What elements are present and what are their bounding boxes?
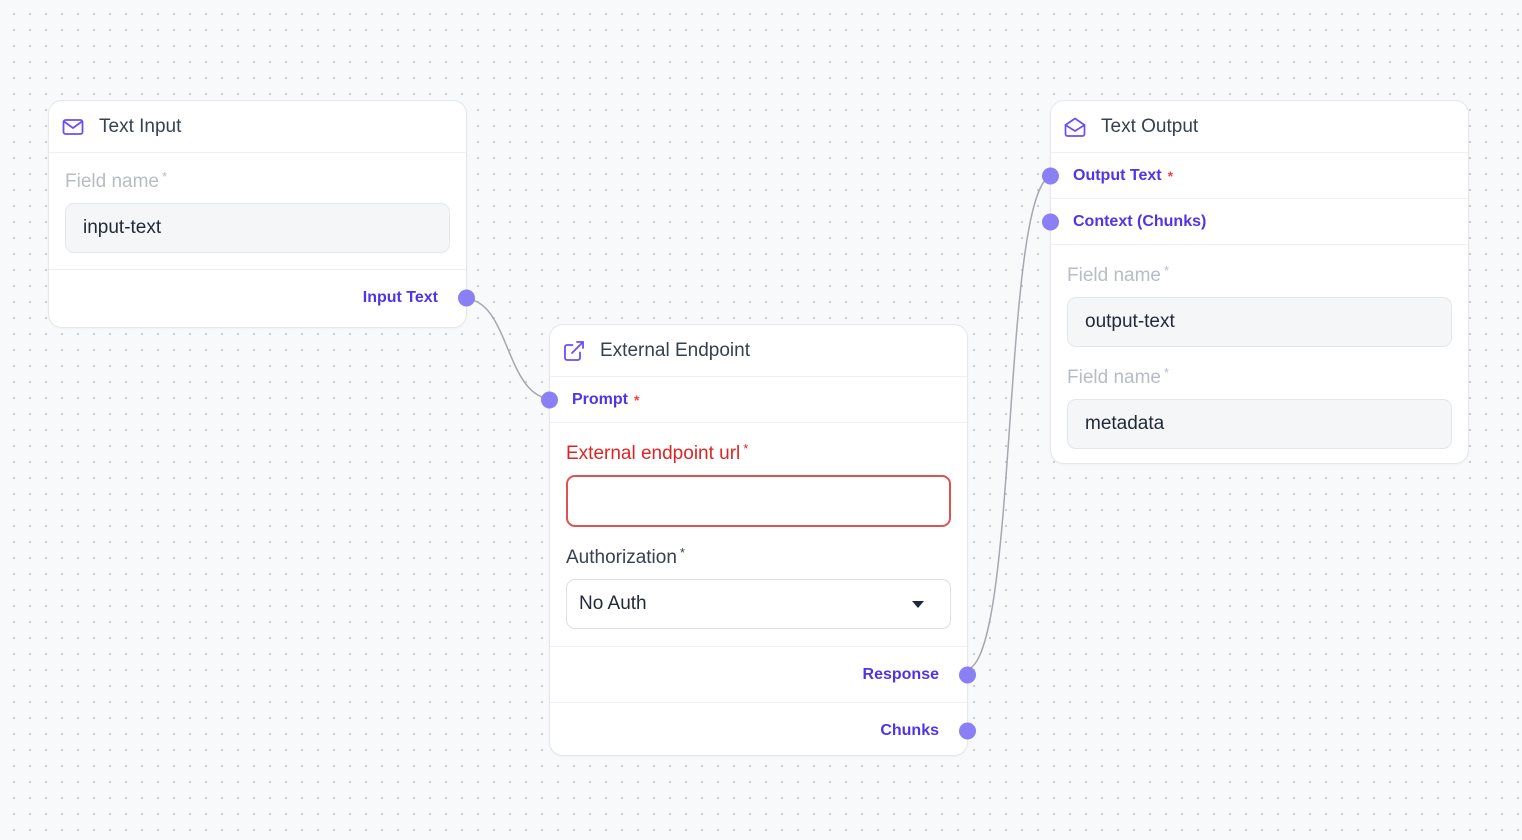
authorization-select[interactable]: No Auth xyxy=(566,579,951,629)
field-label: Field name* xyxy=(1067,263,1170,286)
source-handle[interactable] xyxy=(458,289,475,307)
node-header[interactable]: Text Output xyxy=(1051,101,1468,153)
port-label: Response xyxy=(862,665,939,683)
required-mark: * xyxy=(634,391,640,408)
text-input-node[interactable]: Text Input Field name* Input Text xyxy=(48,100,475,328)
field-label: Field name* xyxy=(65,169,168,192)
required-mark: * xyxy=(1167,167,1174,184)
field-name-input[interactable] xyxy=(1067,297,1452,347)
select-value: No Auth xyxy=(579,593,647,614)
port-label: Input Text xyxy=(362,289,438,306)
port-label: Context (Chunks) xyxy=(1073,212,1207,230)
port-label: Output Text xyxy=(1073,166,1162,184)
node-header[interactable]: Text Input xyxy=(49,101,466,153)
edge-response-to-output-text[interactable] xyxy=(964,174,1055,671)
input-port-prompt[interactable]: Prompt * xyxy=(541,377,967,423)
mail-icon xyxy=(61,115,85,139)
output-port-chunks[interactable]: Chunks xyxy=(550,703,976,759)
target-handle[interactable] xyxy=(541,391,558,408)
target-handle[interactable] xyxy=(1042,167,1059,184)
auth-label: Authorization* xyxy=(566,545,685,568)
external-endpoint-node[interactable]: External Endpoint Prompt * External endpo… xyxy=(541,324,976,759)
input-port-context-chunks[interactable]: Context (Chunks) xyxy=(1042,199,1468,245)
endpoint-url-input[interactable] xyxy=(566,475,951,527)
field-name-input[interactable] xyxy=(1067,399,1452,449)
input-port-output-text[interactable]: Output Text * xyxy=(1042,153,1468,199)
field-label: Field name* xyxy=(1067,365,1170,388)
edge-input-text-to-prompt[interactable] xyxy=(464,298,554,400)
node-header[interactable]: External Endpoint xyxy=(550,325,967,377)
caret-down-icon xyxy=(912,600,924,608)
mail-open-icon xyxy=(1063,115,1087,139)
field-name-input[interactable] xyxy=(65,203,450,253)
source-handle[interactable] xyxy=(959,722,976,740)
output-port-response[interactable]: Response xyxy=(550,647,976,703)
port-label: Chunks xyxy=(880,722,939,739)
url-label: External endpoint url* xyxy=(566,441,749,464)
node-title: External Endpoint xyxy=(600,339,750,361)
node-title: Text Input xyxy=(99,115,182,137)
external-link-icon xyxy=(562,339,586,363)
output-port-input-text[interactable]: Input Text xyxy=(49,270,475,326)
text-output-node[interactable]: Text Output Output Text * Context (Chunks… xyxy=(1042,100,1469,464)
port-label: Prompt xyxy=(572,390,628,408)
source-handle[interactable] xyxy=(959,666,976,683)
node-title: Text Output xyxy=(1101,115,1199,137)
target-handle[interactable] xyxy=(1042,213,1059,230)
